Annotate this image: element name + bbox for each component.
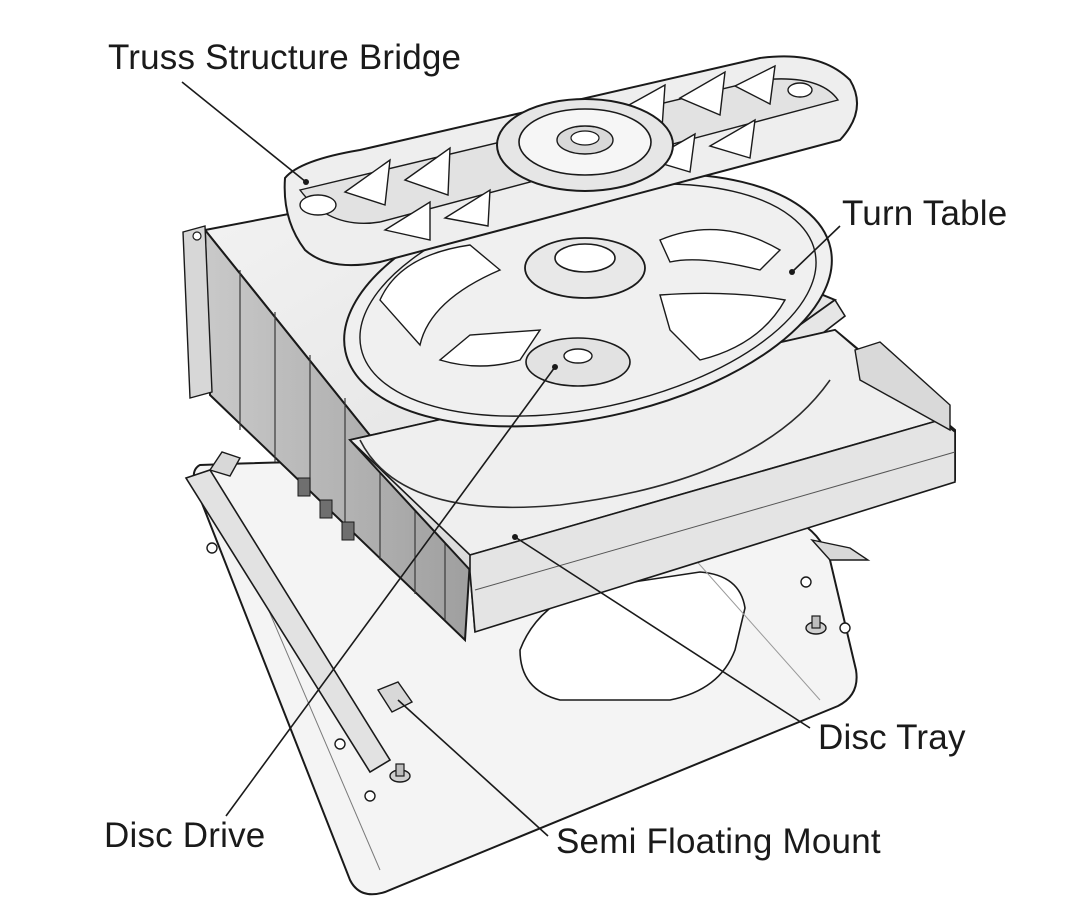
leader-line-turn-table [791, 225, 841, 273]
label-disc-drive: Disc Drive [104, 816, 266, 855]
leader-lines [181, 81, 841, 837]
label-turn-table: Turn Table [842, 194, 1008, 233]
label-semi-floating-mount: Semi Floating Mount [556, 822, 881, 861]
leader-line-disc-tray [514, 536, 811, 729]
semi-floating-mount-plate [184, 451, 871, 896]
leader-line-disc-drive [225, 366, 556, 817]
label-disc-tray: Disc Tray [818, 718, 966, 757]
leader-line-truss-bridge [181, 81, 307, 183]
leader-line-semi-floating-mount [397, 699, 549, 837]
label-truss-structure-bridge: Truss Structure Bridge [108, 38, 462, 77]
disc-tray [348, 328, 956, 634]
truss-structure-bridge [283, 55, 858, 267]
